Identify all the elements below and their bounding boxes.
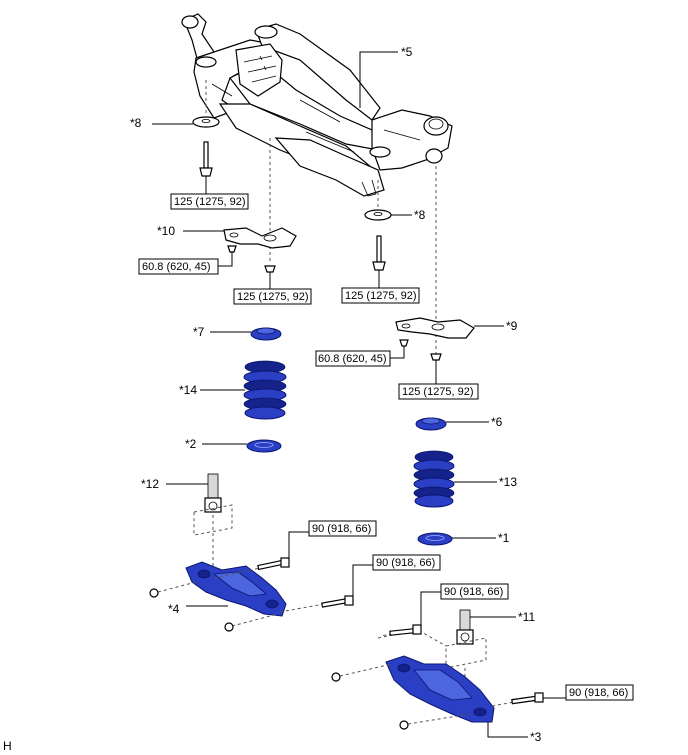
- lower-insulator-2: [246, 439, 282, 453]
- torque-label-6: 125 (1275, 92): [402, 386, 474, 398]
- callout-12: *12: [141, 477, 159, 491]
- callout-13: *13: [499, 475, 517, 489]
- stopper-washer-right: [364, 209, 392, 221]
- shock-absorber-11: [456, 609, 474, 645]
- callout-11: *11: [518, 610, 535, 624]
- torque-label-4: 125 (1275, 92): [345, 290, 417, 302]
- callout-4: *4: [168, 602, 180, 616]
- bolt-right-arm-upper: [379, 624, 422, 637]
- nut-left-arm-a: [149, 581, 197, 598]
- stopper-washer-left: [192, 116, 220, 128]
- torque-label-10: 90 (918, 66): [569, 687, 628, 699]
- callout-6: *6: [491, 415, 503, 429]
- callout-5: *5: [401, 45, 413, 59]
- lower-arm-3: [385, 655, 495, 723]
- callout-1: *1: [498, 531, 510, 545]
- bolt-left-arm-lower: [279, 595, 354, 613]
- rear-suspension-member: [181, 13, 453, 197]
- callout-3: *3: [530, 730, 542, 744]
- torque-label-1: 125 (1275, 92): [174, 196, 246, 208]
- upper-insulator-7: [250, 327, 282, 341]
- callout-8-left: *8: [130, 116, 142, 130]
- coil-spring-13: [413, 450, 455, 508]
- bolt-left-vertical: [199, 141, 213, 177]
- callout-2: *2: [185, 437, 197, 451]
- torque-label-2: 60.8 (620, 45): [142, 261, 211, 273]
- upper-insulator-6: [415, 417, 447, 431]
- nut-right-arm-a: [331, 663, 393, 682]
- shock-absorber-12: [204, 473, 222, 513]
- corner-mark: H: [3, 739, 12, 753]
- torque-label-3: 125 (1275, 92): [237, 291, 309, 303]
- bracket-9: [395, 317, 475, 361]
- bracket-10: [223, 227, 297, 273]
- callout-8-right: *8: [414, 208, 426, 222]
- bolt-right-arm-lower: [491, 692, 544, 707]
- bolt-right-vertical: [372, 235, 386, 271]
- nut-right-arm-b: [399, 713, 471, 730]
- bolt-left-arm-upper: [213, 557, 290, 579]
- lower-insulator-1: [417, 532, 453, 546]
- callout-10: *10: [157, 224, 175, 238]
- torque-label-7: 90 (918, 66): [312, 523, 371, 535]
- callout-14: *14: [179, 383, 197, 397]
- callout-9: *9: [506, 319, 518, 333]
- lower-arm-4: [185, 561, 287, 617]
- coil-spring-14: [243, 360, 287, 420]
- callout-7: *7: [193, 325, 205, 339]
- nut-left-arm-b: [224, 613, 279, 632]
- torque-label-8: 90 (918, 66): [376, 557, 435, 569]
- torque-label-9: 90 (918, 66): [444, 586, 503, 598]
- torque-label-5: 60.8 (620, 45): [318, 353, 387, 365]
